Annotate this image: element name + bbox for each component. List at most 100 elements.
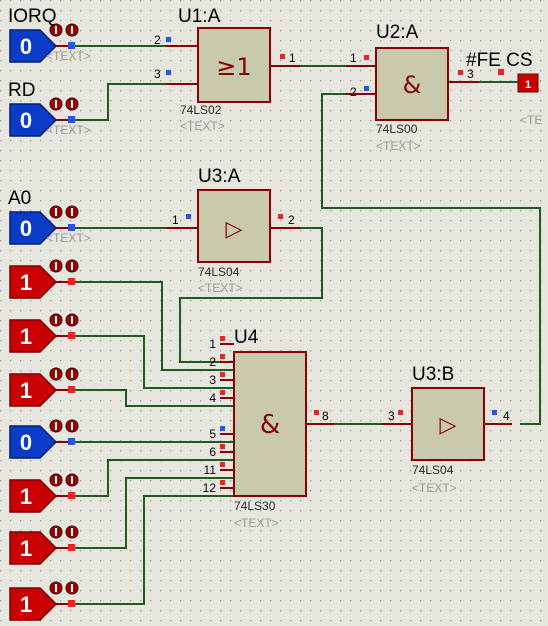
toggle-down-knob-icon[interactable] (49, 205, 63, 219)
output-state (498, 69, 504, 75)
gate-u3a[interactable]: ▷ U3:A 74LS04 <TEXT> 1 2 (166, 166, 300, 295)
logic-input-body[interactable] (9, 373, 58, 407)
logic-input-6[interactable]: 1 (9, 367, 79, 407)
logic-input-7[interactable]: 0 (9, 419, 79, 459)
toggle-up-knob-icon[interactable] (65, 473, 79, 487)
gate-u3b[interactable]: ▷ U3:B 74LS04 <TEXT> 3 4 (382, 364, 512, 495)
u4-pin-number: 4 (209, 391, 216, 405)
toggle-down-knob-icon[interactable] (49, 97, 63, 111)
logic-input-body[interactable] (9, 587, 58, 621)
wire-in10 (58, 495, 234, 605)
logic-input-state (68, 42, 75, 49)
toggle-up-knob-icon[interactable] (65, 525, 79, 539)
logic-input-state (68, 278, 75, 285)
u4-pin-state (220, 336, 225, 341)
u4-pin-number: 11 (204, 463, 217, 477)
u3b-state-in (398, 410, 403, 415)
toggle-up-knob-icon[interactable] (65, 259, 79, 273)
toggle-down-knob-icon[interactable] (49, 23, 63, 37)
logic-input-label: A0 (8, 188, 31, 209)
logic-input-body[interactable] (9, 425, 58, 459)
logic-input-2[interactable]: 0RD<TEXT> (8, 80, 91, 137)
u1a-pin-out: 1 (289, 51, 296, 65)
logic-input-value: 1 (20, 324, 32, 349)
toggle-up-knob-icon[interactable] (65, 23, 79, 37)
u2a-body[interactable] (375, 47, 449, 121)
toggle-up-knob-icon[interactable] (65, 97, 79, 111)
u3b-part: 74LS04 (412, 463, 454, 477)
logic-input-body[interactable] (9, 29, 58, 63)
logic-input-10[interactable]: 1 (9, 581, 79, 621)
logic-input-value: 1 (20, 484, 32, 509)
gate-u1a[interactable]: ≥1 U1:A 74LS02 <TEXT> 2 3 1 (154, 6, 300, 133)
logic-input-body[interactable] (9, 531, 58, 565)
logic-input-value: 1 (20, 270, 32, 295)
wire-u3a-u4 (179, 227, 323, 363)
toggle-up-knob-icon[interactable] (65, 367, 79, 381)
toggle-up-knob-icon[interactable] (65, 419, 79, 433)
toggle-up-knob-icon[interactable] (65, 205, 79, 219)
logic-input-body[interactable] (9, 103, 58, 137)
logic-input-value: 1 (20, 536, 32, 561)
u2a-ref: U2:A (376, 22, 419, 43)
logic-input-body[interactable] (9, 265, 58, 299)
u4-ref: U4 (234, 327, 259, 348)
u2a-text: <TEXT> (376, 139, 421, 153)
u4-body[interactable] (233, 351, 307, 497)
output-indicator[interactable] (517, 73, 539, 93)
logic-input-5[interactable]: 1 (9, 313, 79, 353)
u3a-ref: U3:A (198, 166, 241, 187)
u4-pin-state (220, 372, 225, 377)
logic-input-value: 1 (20, 378, 32, 403)
logic-input-body[interactable] (9, 319, 58, 353)
u4-text: <TEXT> (234, 516, 279, 530)
logic-input-3[interactable]: 0A0<TEXT> (8, 188, 91, 245)
toggle-down-knob-icon[interactable] (49, 473, 63, 487)
u1a-pin-a: 2 (154, 33, 161, 47)
u1a-text: <TEXT> (180, 119, 225, 133)
toggle-down-knob-icon[interactable] (49, 259, 63, 273)
output-probe[interactable]: #FE CS 1 <TE (466, 50, 542, 127)
u3b-pin-in: 3 (388, 409, 395, 423)
u1a-symbol: ≥1 (216, 53, 251, 81)
toggle-down-knob-icon[interactable] (49, 581, 63, 595)
toggle-down-knob-icon[interactable] (49, 419, 63, 433)
u1a-pin-leads (166, 45, 300, 85)
logic-input-body[interactable] (9, 211, 58, 245)
logic-input-9[interactable]: 1 (9, 525, 79, 565)
toggle-down-knob-icon[interactable] (49, 525, 63, 539)
u3b-ref: U3:B (412, 364, 454, 385)
u4-pin-state (220, 390, 225, 395)
logic-input-8[interactable]: 1 (9, 473, 79, 513)
toggle-up-knob-icon[interactable] (65, 313, 79, 327)
u2a-pin-b: 2 (350, 85, 357, 99)
u3b-pin-out: 4 (503, 409, 510, 423)
wire-in4 (58, 281, 234, 371)
gate-u2a[interactable]: & U2:A 74LS00 <TEXT> 1 2 3 (346, 22, 478, 153)
wire-in9 (58, 477, 234, 549)
u3b-body[interactable] (411, 387, 485, 461)
logic-input-state (68, 600, 75, 607)
toggle-down-knob-icon[interactable] (49, 313, 63, 327)
u1a-state-b (166, 70, 171, 75)
wire-in5 (58, 335, 234, 389)
toggle-up-knob-icon[interactable] (65, 581, 79, 595)
logic-input-text: <TEXT> (46, 49, 91, 63)
u1a-body[interactable] (197, 27, 271, 103)
u3b-symbol: ▷ (440, 413, 457, 438)
u3a-state-out (278, 214, 283, 219)
logic-input-4[interactable]: 1 (9, 259, 79, 299)
logic-input-body[interactable] (9, 479, 58, 513)
u3a-body[interactable] (197, 189, 271, 263)
wire-in8 (58, 459, 234, 497)
u3b-text: <TEXT> (412, 481, 457, 495)
toggle-down-knob-icon[interactable] (49, 367, 63, 381)
u2a-pin-out: 3 (467, 67, 474, 81)
u3b-state-out (492, 410, 497, 415)
